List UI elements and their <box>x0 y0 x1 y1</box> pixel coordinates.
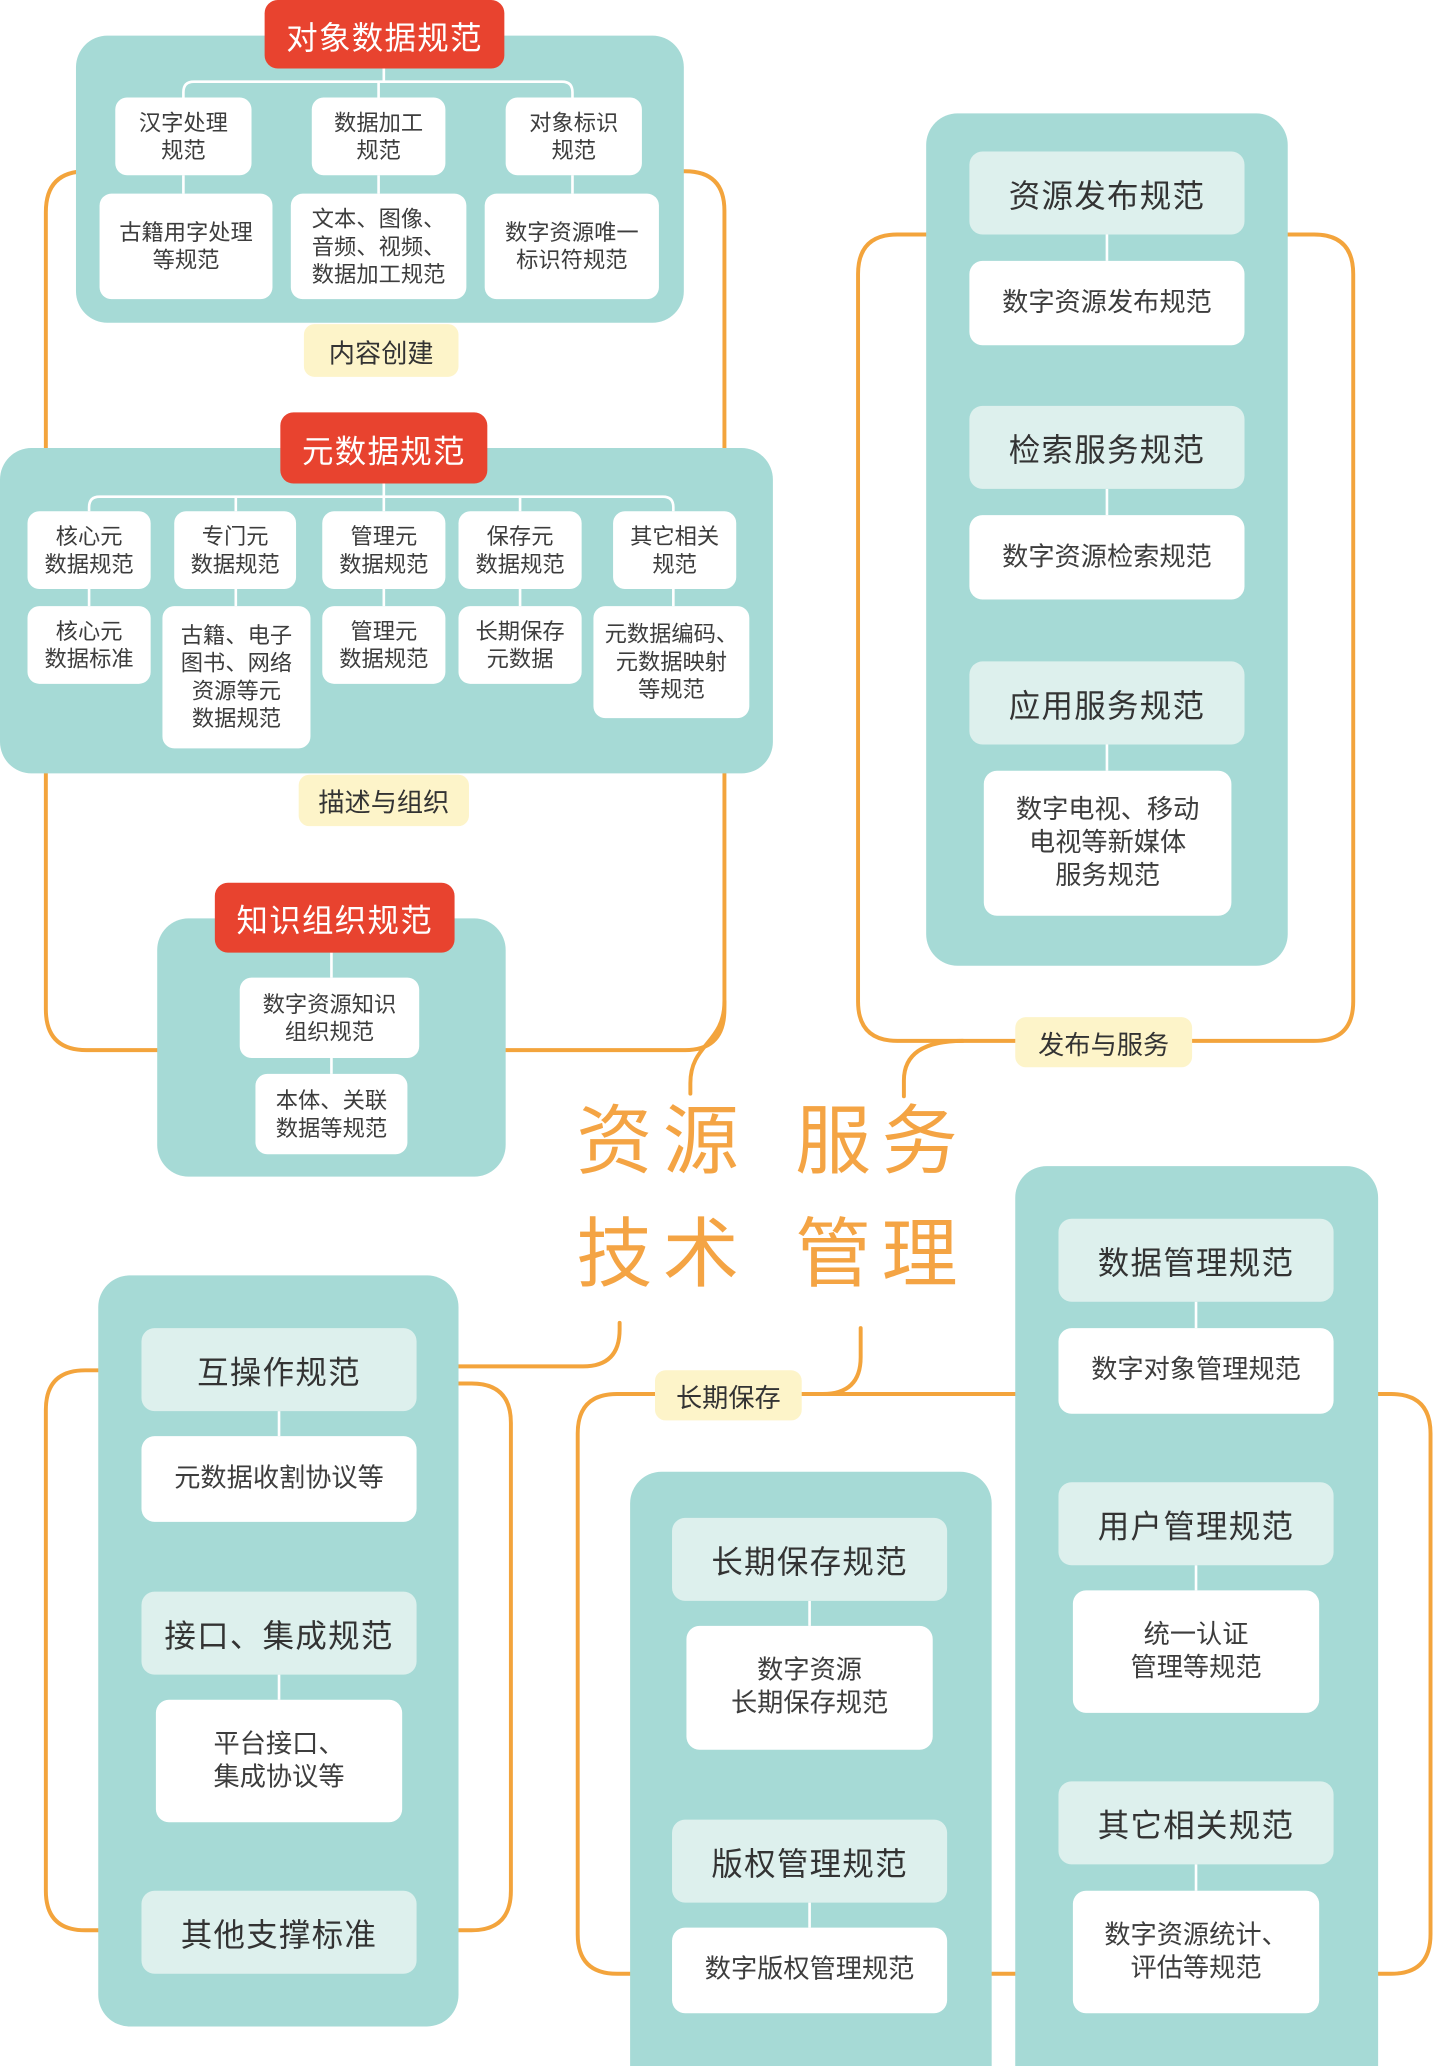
object-data-detail: 数字资源唯一 标识符规范 <box>484 193 659 300</box>
metadata-detail: 元数据编码、 元数据映射 等规范 <box>593 606 750 719</box>
management-section-item: 统一认证 管理等规范 <box>1072 1590 1320 1713</box>
metadata-item: 保存元 数据规范 <box>458 511 582 589</box>
preservation-section-item: 数字资源 长期保存规范 <box>686 1625 933 1750</box>
management-section-header: 数据管理规范 <box>1058 1218 1334 1302</box>
knowledge-title: 知识组织规范 <box>214 882 455 953</box>
preservation-section-header: 长期保存规范 <box>672 1517 948 1601</box>
metadata-detail: 核心元 数据标准 <box>27 606 151 684</box>
knowledge-item: 本体、关联 数据等规范 <box>255 1073 408 1155</box>
publish-section-item: 数字资源检索规范 <box>969 515 1245 600</box>
connector-line <box>820 1326 863 1396</box>
preservation-section-item: 数字版权管理规范 <box>672 1927 948 2014</box>
connector-line <box>1190 232 1356 1043</box>
publish-service-label: 发布与服务 <box>1015 1017 1193 1068</box>
object-data-title: 对象数据规范 <box>264 0 505 69</box>
publish-section-item: 数字资源发布规范 <box>969 260 1245 346</box>
connector-line <box>456 1320 622 1369</box>
connector-line <box>856 232 1018 1043</box>
tree-line <box>87 483 675 607</box>
content-creation-label: 内容创建 <box>303 324 459 377</box>
publish-section-header: 资源发布规范 <box>969 151 1245 235</box>
connector-line <box>1376 1392 1433 1976</box>
management-section-header: 其它相关规范 <box>1058 1781 1334 1865</box>
interop-section-item: 元数据收割协议等 <box>141 1436 417 1522</box>
object-data-item: 数据加工 规范 <box>311 97 446 176</box>
center-title-resource: 资源 <box>576 1098 750 1185</box>
center-title-technology: 技术 <box>576 1212 750 1298</box>
metadata-detail: 长期保存 元数据 <box>458 606 582 684</box>
description-organization-label: 描述与组织 <box>298 774 469 827</box>
knowledge-item: 数字资源知识 组织规范 <box>239 977 420 1059</box>
interop-section-header: 接口、集成规范 <box>141 1591 417 1675</box>
interop-section-header: 互操作规范 <box>141 1328 417 1412</box>
long-term-preservation-label: 长期保存 <box>655 1370 802 1421</box>
management-section-header: 用户管理规范 <box>1058 1482 1334 1566</box>
connector-line <box>575 1392 657 1976</box>
publish-section-item: 数字电视、移动 电视等新媒体 服务规范 <box>983 770 1232 916</box>
interop-section-item: 平台接口、 集成协议等 <box>155 1699 403 1823</box>
management-section-item: 数字资源统计、 评估等规范 <box>1072 1890 1320 2014</box>
connector-line <box>688 999 727 1096</box>
metadata-item: 核心元 数据规范 <box>27 511 151 589</box>
object-data-item: 汉字处理 规范 <box>115 97 252 176</box>
connector-line <box>901 1038 965 1099</box>
metadata-detail: 管理元 数据规范 <box>322 606 446 684</box>
metadata-title: 元数据规范 <box>280 412 488 484</box>
tree-line <box>182 68 574 194</box>
publish-section-header: 检索服务规范 <box>969 405 1245 489</box>
metadata-item: 其它相关 规范 <box>613 511 737 589</box>
object-data-item: 对象标识 规范 <box>505 97 642 176</box>
object-data-detail: 文本、图像、 音频、视频、 数据加工规范 <box>290 193 467 300</box>
metadata-detail: 古籍、电子 图书、网络 资源等元 数据规范 <box>162 606 311 749</box>
publish-section-header: 应用服务规范 <box>969 661 1245 745</box>
connector-line <box>43 1368 101 1933</box>
metadata-item: 管理元 数据规范 <box>322 511 446 589</box>
management-section-item: 数字对象管理规范 <box>1058 1328 1334 1414</box>
object-data-detail: 古籍用字处理 等规范 <box>99 193 273 300</box>
interop-section-header: 其他支撑标准 <box>141 1890 417 1974</box>
center-title-service: 服务 <box>795 1098 969 1185</box>
preservation-section-header: 版权管理规范 <box>672 1819 948 1903</box>
metadata-item: 专门元 数据规范 <box>174 511 297 589</box>
center-title-management: 管理 <box>795 1212 969 1298</box>
connector-line <box>456 1381 513 1933</box>
